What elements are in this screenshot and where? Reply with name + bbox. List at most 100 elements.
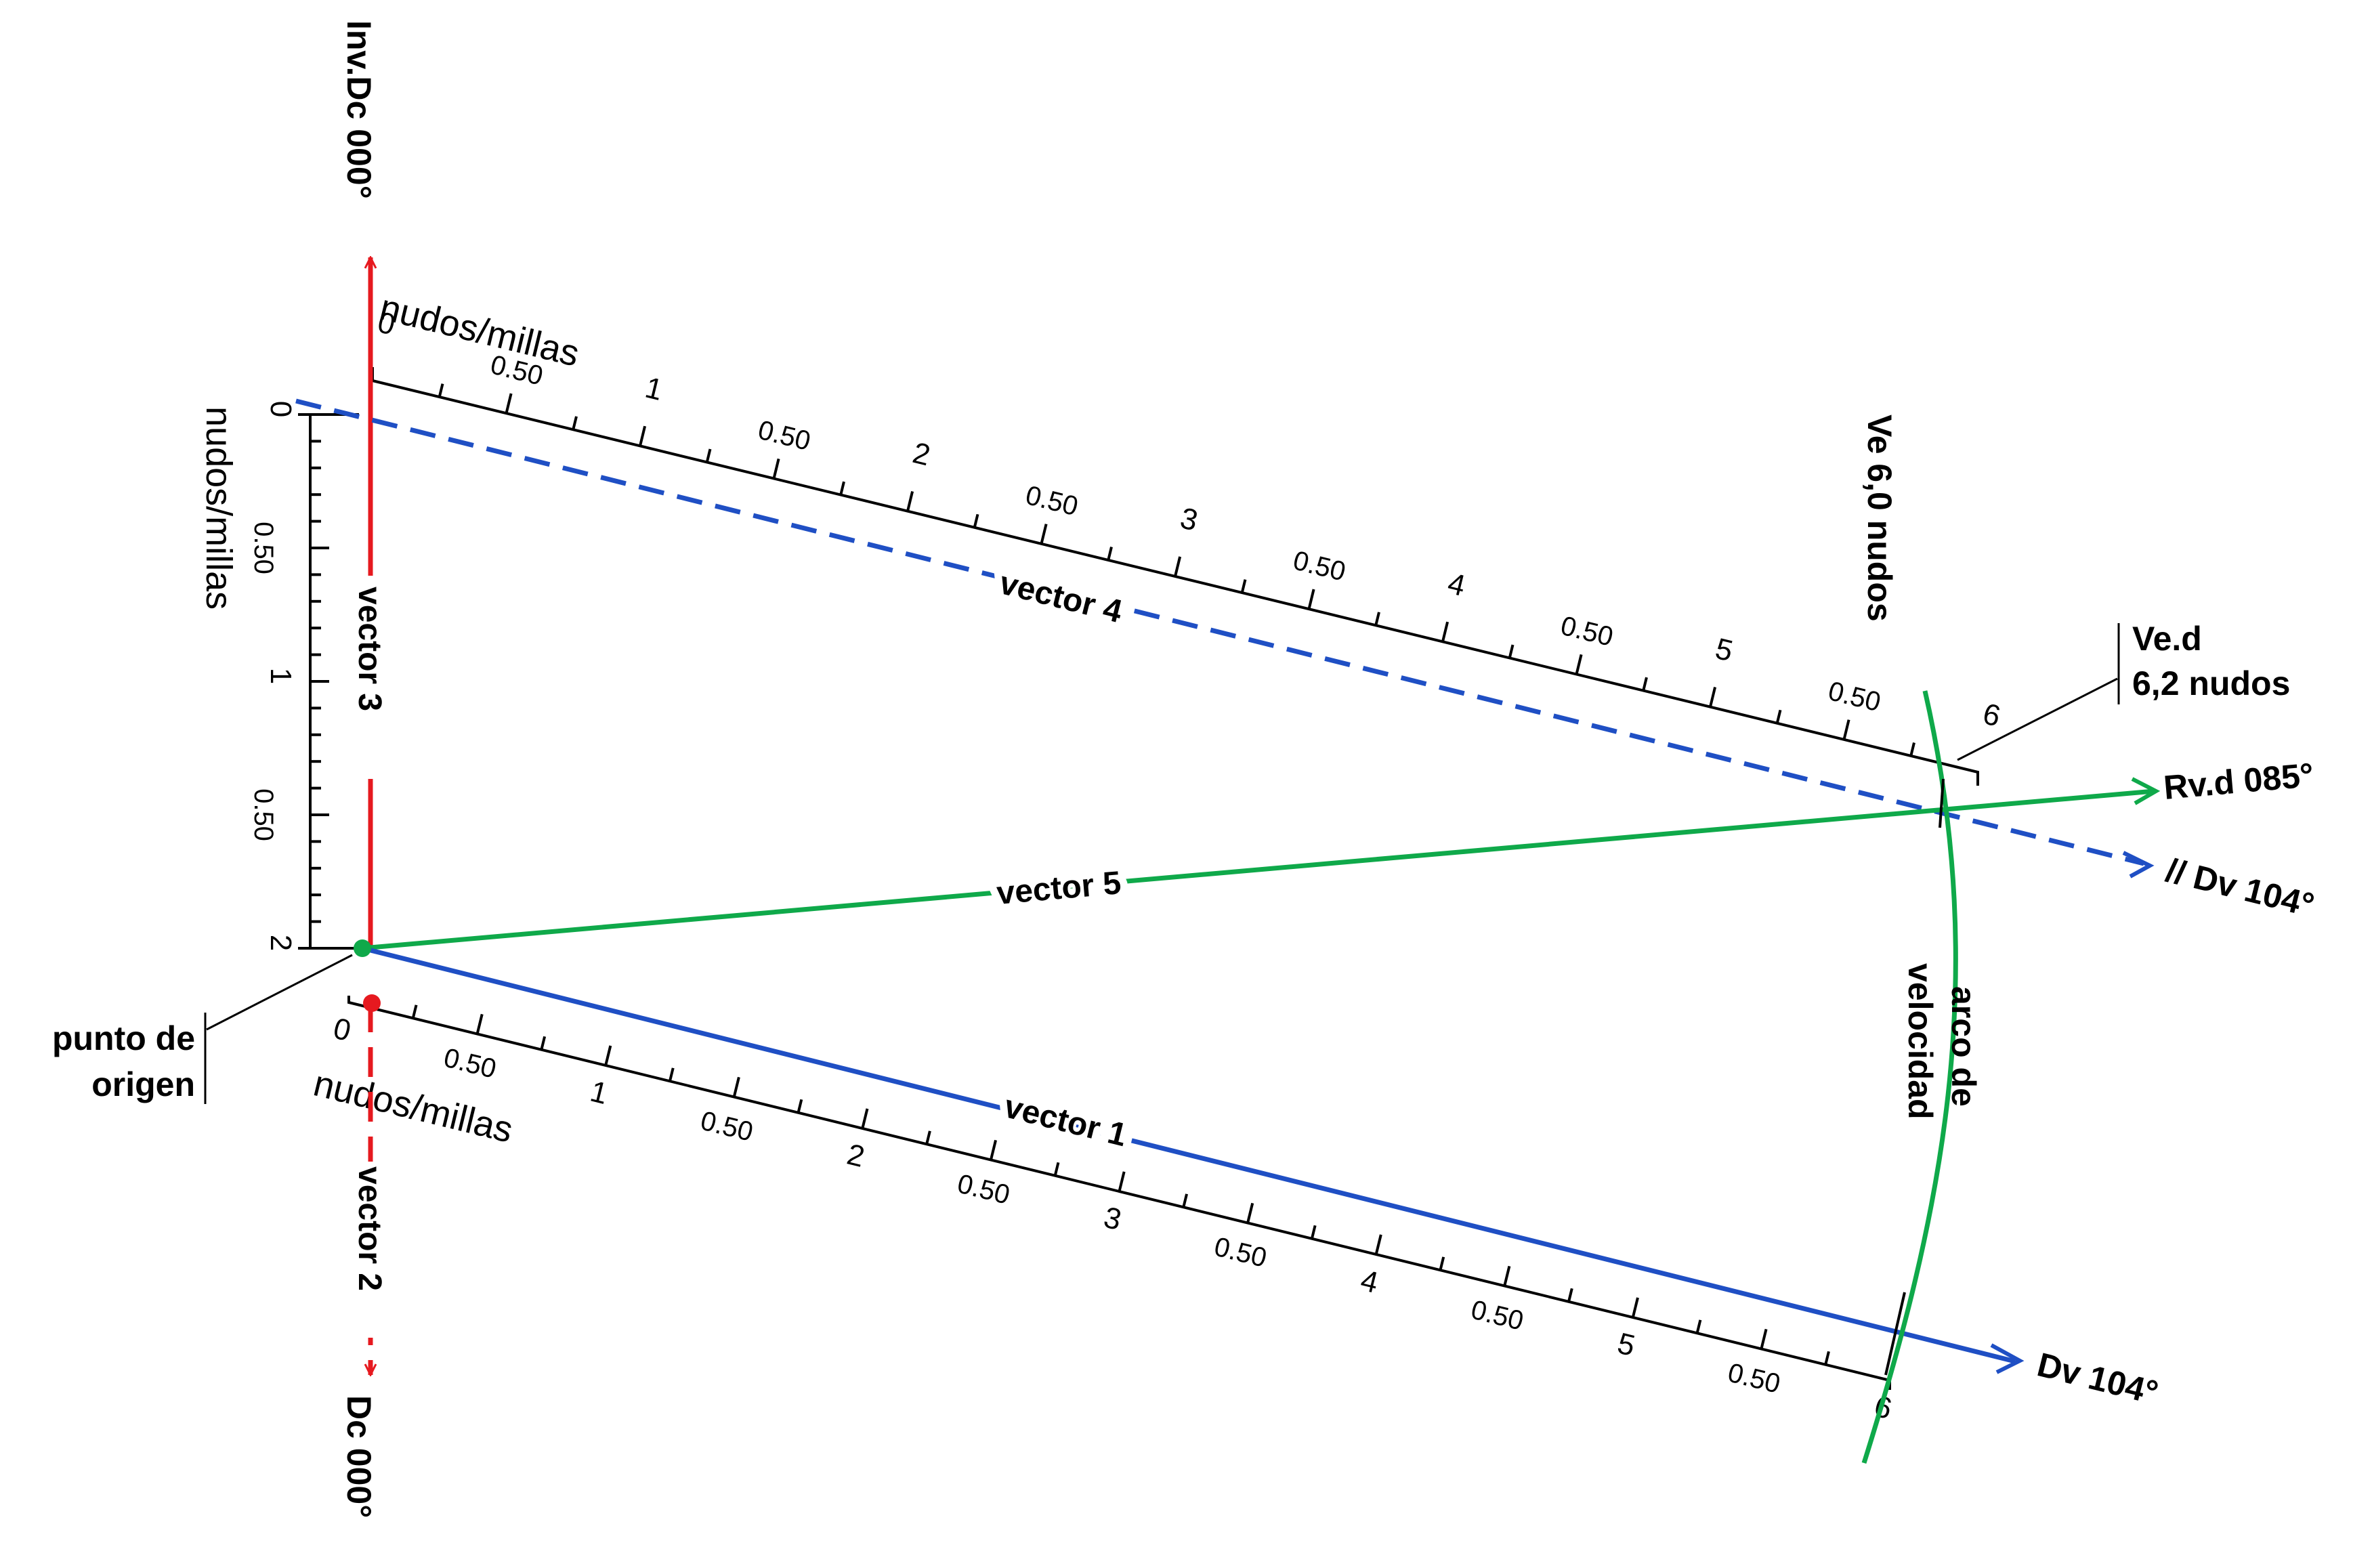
speed-arc-intersection-mark — [1884, 1292, 1906, 1376]
vector-1-line — [362, 946, 2016, 1364]
bottom-scale-tick — [1246, 1202, 1254, 1223]
vector-1: vector 1 — [362, 946, 2025, 1374]
top-scale-tick — [1441, 621, 1449, 642]
bottom-scale-tick — [1053, 1162, 1060, 1177]
top-scale-number: 3 — [1177, 501, 1201, 537]
vector-2-label: vector 2 — [352, 1166, 387, 1291]
bottom-scale-tick — [1374, 1234, 1382, 1255]
vector-3: vector 3 — [352, 257, 389, 948]
top-scale-tick — [1040, 524, 1048, 545]
top-scale-half-label: 0.50 — [1290, 545, 1349, 587]
dc-label: Dc 000° — [340, 1395, 378, 1518]
left-scale-number: 2 — [264, 935, 297, 951]
top-scale-tick — [1508, 644, 1515, 658]
parallel-dv-label: // Dv 104° — [2162, 851, 2318, 924]
ve-label: Ve 6,0 nudos — [1861, 415, 1899, 622]
speed-arc-line — [1861, 690, 1958, 1464]
bottom-scale-half-label: 0.50 — [441, 1043, 499, 1084]
vector-5-arrowhead — [2131, 777, 2161, 805]
bottom-scale-tick — [925, 1130, 931, 1145]
bottom-scale-tick — [1182, 1193, 1188, 1208]
top-scale-tick — [973, 513, 979, 528]
origen-label-line1: punto de — [52, 1019, 195, 1057]
top-scale-half-label: 0.50 — [1023, 480, 1081, 522]
bottom-scale-tick — [989, 1139, 998, 1160]
top-scale-number: 4 — [1445, 567, 1468, 603]
vector-5-label: vector 5 — [995, 865, 1122, 912]
arco-label-line2: velocidad — [1901, 963, 1939, 1120]
top-scale-number: 2 — [910, 436, 933, 472]
top-scale-tick — [705, 448, 712, 463]
top-scale-tick — [1842, 719, 1850, 740]
origen-label-line2: origen — [91, 1065, 195, 1103]
bottom-scale-tick — [1118, 1171, 1126, 1192]
arco-label-line1: arco de — [1945, 986, 1983, 1107]
top-scale-tick — [1107, 547, 1113, 561]
bottom-scale-tick — [1824, 1351, 1830, 1365]
bottom-scale-tick — [1503, 1265, 1511, 1286]
bottom-scale-tick — [861, 1108, 869, 1129]
vector-2-origin-point — [363, 994, 381, 1012]
left-scale-half-label: 0.50 — [249, 788, 278, 841]
ved-label-line1: Ve.d — [2132, 620, 2202, 658]
bottom-scale-tick — [1567, 1288, 1573, 1302]
origen-leader — [206, 954, 353, 1031]
bottom-scale-tick — [1760, 1328, 1768, 1349]
left-scale-number: 0 — [264, 401, 297, 417]
vector-5-line — [362, 788, 2155, 951]
top-scale-tick — [1240, 579, 1247, 593]
bottom-scale-number: 3 — [1101, 1201, 1124, 1237]
bottom-scale-tick — [1631, 1297, 1639, 1318]
vector-5: vector 5 — [362, 777, 2161, 951]
bottom-scale-number: 4 — [1357, 1264, 1381, 1300]
bottom-scale-half-label: 0.50 — [1211, 1232, 1269, 1273]
bottom-scale-tick — [475, 1013, 484, 1034]
top-scale-number: 1 — [642, 371, 666, 407]
top-scale-unit-label: nudos/millas — [376, 287, 583, 374]
bottom-scale-tick — [797, 1099, 803, 1114]
bottom-scale-tick — [604, 1045, 612, 1066]
vector-3-label: vector 3 — [352, 587, 387, 711]
left-scale-unit-label: nudos/millas — [198, 406, 239, 610]
top-scale-tick — [906, 491, 914, 512]
top-scale-tick — [1374, 612, 1380, 626]
vector-4-arrowhead — [2122, 851, 2155, 878]
bottom-scale-axis — [347, 996, 1891, 1390]
top-scale-tick — [1775, 709, 1782, 724]
origin-point — [354, 939, 371, 957]
top-scale-tick — [839, 481, 845, 496]
top-scale-tick — [505, 393, 513, 414]
dv-label: Dv 104° — [2033, 1345, 2161, 1412]
speed-arc-vd-mark — [1939, 778, 1945, 828]
top-scale-half-label: 0.50 — [1558, 611, 1616, 652]
top-scale-tick — [1575, 654, 1583, 675]
ved-leader — [1957, 677, 2118, 761]
top-scale-number: 6 — [1980, 697, 2004, 733]
bottom-scale-number: 0 — [330, 1012, 354, 1048]
top-scale-tick — [772, 458, 780, 479]
bottom-scale-tick — [411, 1004, 418, 1019]
bottom-scale-number: 2 — [844, 1138, 868, 1174]
bottom-scale-half-label: 0.50 — [698, 1106, 756, 1147]
top-scale-tick — [1174, 556, 1182, 577]
top-scale-half-label: 0.50 — [1825, 676, 1884, 717]
top-scale-tick — [1709, 687, 1717, 708]
top-scale-tick — [1307, 589, 1315, 610]
left-scale-half-label: 0.50 — [249, 522, 278, 574]
rvd-label: Rv.d 085° — [2162, 756, 2315, 807]
top-scale-tick — [572, 416, 578, 430]
bottom-scale-number: 1 — [587, 1075, 611, 1111]
vector-2: vector 2 — [352, 1002, 389, 1375]
speed-arc — [1861, 690, 1958, 1464]
bottom-scale-tick — [540, 1036, 547, 1051]
top-scale-tick — [639, 425, 647, 446]
top-scale-tick — [1909, 742, 1915, 757]
vector-4-line — [295, 398, 2144, 866]
bottom-scale-half-label: 0.50 — [954, 1169, 1013, 1210]
top-scale-tick — [1642, 677, 1648, 692]
bottom-scale-half-label: 0.50 — [1725, 1358, 1783, 1399]
